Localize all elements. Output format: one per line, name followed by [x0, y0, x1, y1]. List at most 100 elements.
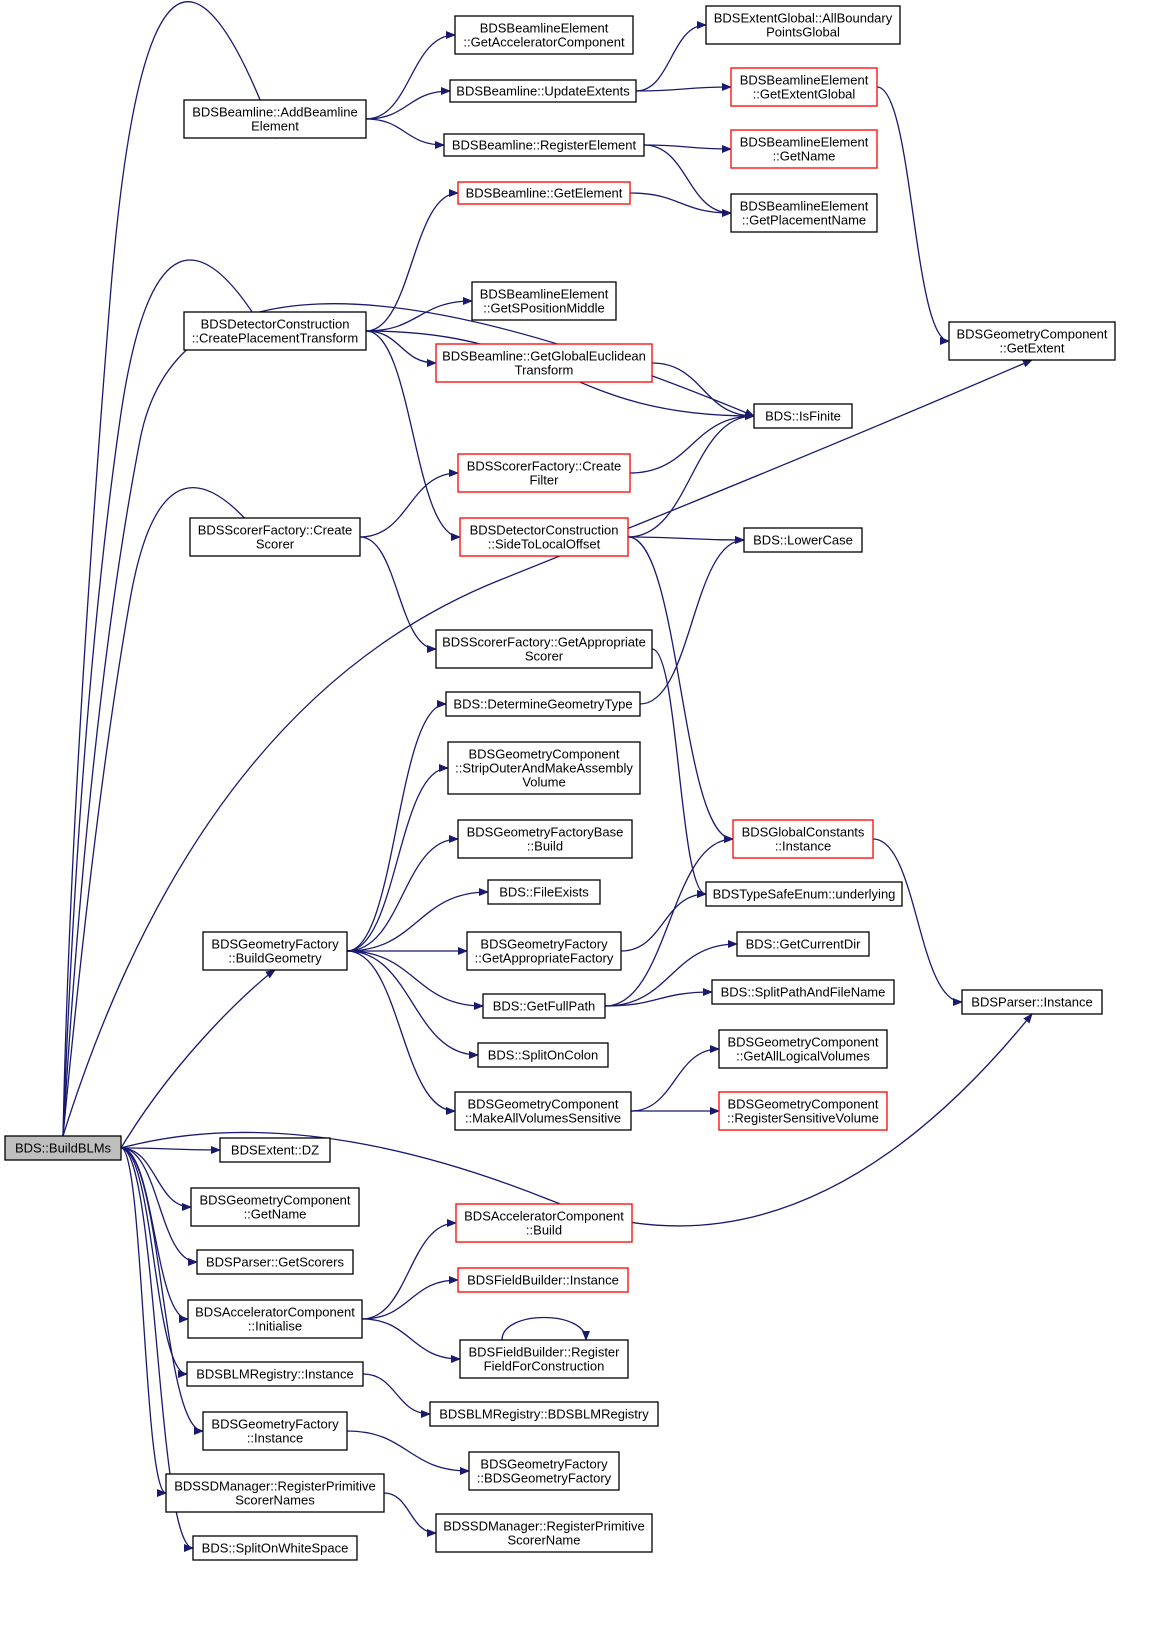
node-update-extents[interactable]: BDSBeamline::UpdateExtents: [449, 79, 637, 103]
node-box: [190, 1187, 360, 1227]
node-split-on-colon[interactable]: BDS::SplitOnColon: [477, 1042, 609, 1068]
edge-build_blms-to-extent_dz: [120, 1145, 221, 1154]
node-geometry-factory-instance[interactable]: BDSGeometryFactory::Instance: [202, 1411, 348, 1451]
node-box: [192, 1535, 358, 1561]
node-blm-registry-ctor[interactable]: BDSBLMRegistry::BDSBLMRegistry: [429, 1401, 659, 1427]
node-get-full-path[interactable]: BDS::GetFullPath: [482, 993, 606, 1019]
node-accelerator-component-initialise[interactable]: BDSAcceleratorComponent::Initialise: [187, 1299, 363, 1339]
node-side-to-local-offset[interactable]: BDSDetectorConstruction::SideToLocalOffs…: [459, 517, 629, 557]
edge-build_blms-to-register_primitive_scorer_names: [120, 1147, 167, 1497]
edge-build_geometry-to-strip_outer: [346, 764, 449, 952]
node-label: BDSGeometryComponent: [727, 1097, 878, 1112]
edge-add_beamline_element-to-update_extents: [365, 87, 451, 120]
node-label: BDSAcceleratorComponent: [195, 1305, 355, 1320]
node-register-primitive-scorer-name[interactable]: BDSSDManager::RegisterPrimitiveScorerNam…: [435, 1513, 653, 1553]
node-label: Scorer: [525, 649, 564, 664]
node-box: [730, 67, 878, 107]
node-label: BDS::SplitPathAndFileName: [721, 985, 886, 1000]
node-parser-instance[interactable]: BDSParser::Instance: [961, 989, 1103, 1015]
node-file-exists[interactable]: BDS::FileExists: [487, 879, 601, 905]
node-accelerator-component-build[interactable]: BDSAcceleratorComponent::Build: [455, 1203, 633, 1243]
node-extent-dz[interactable]: BDSExtent::DZ: [219, 1137, 331, 1163]
edge-register_field_for_construction-to-register_field_for_construction: [501, 1316, 590, 1341]
node-label: BDSBLMRegistry::Instance: [196, 1367, 354, 1382]
node-strip-outer[interactable]: BDSGeometryComponent::StripOuterAndMakeA…: [447, 741, 641, 795]
node-label: BDSGeometryComponent: [468, 747, 619, 762]
node-box: [447, 741, 641, 795]
node-determine-geometry-type[interactable]: BDS::DetermineGeometryType: [445, 691, 641, 717]
node-geometry-factory-ctor[interactable]: BDSGeometryFactory::BDSGeometryFactory: [468, 1451, 620, 1491]
node-global-constants-instance[interactable]: BDSGlobalConstants::Instance: [732, 819, 874, 859]
node-geometry-factory-base-build[interactable]: BDSGeometryFactoryBase::Build: [457, 819, 633, 859]
edge-get_appropriate_factory-to-type_safe_enum_underlying: [620, 890, 707, 952]
node-create-placement-transform[interactable]: BDSDetectorConstruction::CreatePlacement…: [183, 311, 367, 351]
edge-geometry_factory_instance-to-geometry_factory_ctor: [346, 1430, 470, 1475]
node-box: [736, 931, 870, 957]
node-box: [718, 1029, 888, 1069]
node-box: [471, 281, 617, 321]
edge-build_geometry-to-split_on_colon: [346, 950, 479, 1059]
node-register-sensitive-volume[interactable]: BDSGeometryComponent::RegisterSensitiveV…: [718, 1091, 888, 1131]
node-label: ::GetSPositionMiddle: [483, 301, 604, 316]
node-geometry-component-get-extent[interactable]: BDSGeometryComponent::GetExtent: [948, 321, 1116, 361]
node-is-finite[interactable]: BDS::IsFinite: [753, 403, 853, 429]
node-field-builder-instance[interactable]: BDSFieldBuilder::Instance: [457, 1267, 629, 1293]
node-get-current-dir[interactable]: BDS::GetCurrentDir: [736, 931, 870, 957]
node-label: BDSBeamline::AddBeamline: [192, 105, 357, 120]
edge-update_extents-to-all_boundary_points_global: [635, 21, 707, 92]
node-label: BDS::SplitOnColon: [488, 1048, 599, 1063]
node-label: BDSBLMRegistry::BDSBLMRegistry: [439, 1407, 649, 1422]
node-make-all-volumes-sensitive[interactable]: BDSGeometryComponent::MakeAllVolumesSens…: [454, 1091, 632, 1131]
node-get-scorers[interactable]: BDSParser::GetScorers: [196, 1249, 354, 1275]
node-label: BDSGeometryComponent: [467, 1097, 618, 1112]
edge-create_scorer-to-get_appropriate_scorer: [359, 536, 437, 653]
node-register-field-for-construction[interactable]: BDSFieldBuilder::RegisterFieldForConstru…: [459, 1339, 629, 1379]
node-register-element[interactable]: BDSBeamline::RegisterElement: [443, 133, 645, 157]
node-label: ::GetName: [244, 1207, 307, 1222]
node-get-placement-name[interactable]: BDSBeamlineElement::GetPlacementName: [730, 193, 878, 233]
node-label: BDSGeometryComponent: [727, 1035, 878, 1050]
node-label: ::MakeAllVolumesSensitive: [465, 1111, 621, 1126]
edge-make_all_volumes_sensitive-to-get_all_logical_volumes: [630, 1045, 720, 1112]
node-get-element[interactable]: BDSBeamline::GetElement: [457, 181, 631, 205]
edge-register_element-to-get_placement_name: [643, 144, 732, 217]
node-label: BDSGeometryFactory: [480, 1457, 608, 1472]
node-get-s-position-middle[interactable]: BDSBeamlineElement::GetSPositionMiddle: [471, 281, 617, 321]
node-box: [732, 819, 874, 859]
edge-global_constants_instance-to-parser_instance: [872, 838, 963, 1006]
node-label: Volume: [522, 775, 565, 790]
node-label: ::GetName: [773, 149, 836, 164]
node-box: [482, 993, 606, 1019]
node-label: ::RegisterSensitiveVolume: [727, 1111, 879, 1126]
node-split-path-and-file-name[interactable]: BDS::SplitPathAndFileName: [711, 979, 895, 1005]
node-register-primitive-scorer-names[interactable]: BDSSDManager::RegisterPrimitiveScorerNam…: [165, 1473, 385, 1513]
node-label: ::GetAllLogicalVolumes: [736, 1049, 870, 1064]
node-build-blms[interactable]: BDS::BuildBLMs: [4, 1135, 122, 1161]
node-label: BDSGeometryFactory: [211, 1417, 339, 1432]
node-build-geometry[interactable]: BDSGeometryFactory::BuildGeometry: [202, 931, 348, 971]
node-get-all-logical-volumes[interactable]: BDSGeometryComponent::GetAllLogicalVolum…: [718, 1029, 888, 1069]
node-type-safe-enum-underlying[interactable]: BDSTypeSafeEnum::underlying: [705, 881, 903, 907]
node-box: [445, 691, 641, 717]
node-get-name-ble[interactable]: BDSBeamlineElement::GetName: [730, 129, 878, 169]
node-box: [743, 527, 863, 553]
node-get-extent-global[interactable]: BDSBeamlineElement::GetExtentGlobal: [730, 67, 878, 107]
node-get-accelerator-component[interactable]: BDSBeamlineElement::GetAcceleratorCompon…: [454, 15, 634, 55]
edge-build_blms-to-create_placement_transform: [62, 259, 276, 1137]
node-label: BDSFieldBuilder::Register: [468, 1345, 620, 1360]
node-label: BDS::FileExists: [499, 885, 589, 900]
node-blm-registry-instance[interactable]: BDSBLMRegistry::Instance: [186, 1361, 364, 1387]
node-box: [730, 193, 878, 233]
node-get-appropriate-factory[interactable]: BDSGeometryFactory::GetAppropriateFactor…: [466, 931, 622, 971]
node-split-on-white-space[interactable]: BDS::SplitOnWhiteSpace: [192, 1535, 358, 1561]
node-label: ::BDSGeometryFactory: [477, 1471, 612, 1486]
edge-build_blms-to-add_beamline_element: [62, 1, 276, 1137]
node-geometry-component-get-name[interactable]: BDSGeometryComponent::GetName: [190, 1187, 360, 1227]
node-lower-case[interactable]: BDS::LowerCase: [743, 527, 863, 553]
